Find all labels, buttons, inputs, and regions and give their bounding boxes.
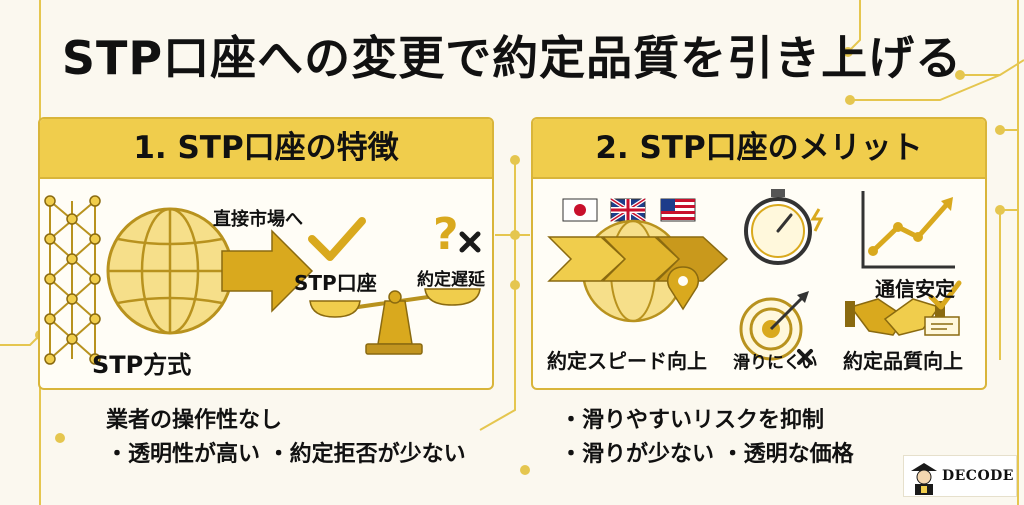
handshake-icon [845,280,962,336]
uk-flag-icon [609,197,647,223]
check-icon [308,217,366,261]
page-title: STP口座への変更で約定品質を引き上げる [61,31,963,85]
question-icon: ? [433,209,459,260]
map-pin-icon [667,266,699,311]
bullet-item: ・透明性が高い ・約定拒否が少ない [106,442,466,467]
cross-icon [459,231,481,253]
us-flag-icon [660,198,696,222]
logo-text: DECODE [942,468,1014,484]
direct-to-market-label: 直接市場へ [213,209,303,230]
execution-speed-label: 約定スピード向上 [547,349,707,373]
stp-features-bullets: 業者の操作性なし ・透明性が高い ・約定拒否が少ない [106,404,466,472]
stp-account-label: STP口座 [294,271,377,295]
stopwatch-icon [744,189,824,265]
low-slippage-label: 滑りにくい [733,353,818,373]
bullet-item: ・滑りが少ない ・透明な価格 [560,442,854,467]
globe-icon [106,207,234,335]
balance-scale-icon [309,288,481,355]
stable-connection-label: 通信安定 [875,277,955,301]
growth-chart-icon [861,191,955,269]
panel-heading: 2. STP口座のメリット [533,119,985,179]
japan-flag-icon [562,198,598,222]
panel-heading: 1. STP口座の特徴 [40,119,492,179]
stp-merits-illustration [547,189,962,365]
bullet-item: ・滑りやすいリスクを抑制 [560,408,825,433]
panel-stp-merits: 2. STP口座のメリット [531,117,987,390]
logo-mascot-icon [911,463,937,495]
panel-stp-features: 1. STP口座の特徴 [38,117,494,390]
arrow-icon [221,229,314,313]
svg-text:?: ? [433,209,459,260]
decode-logo: DECODE [903,455,1017,497]
bullet-item: 業者の操作性なし [106,408,283,433]
execution-quality-label: 約定品質向上 [843,349,963,373]
target-icon [739,291,813,365]
stp-method-label: STP方式 [92,351,192,379]
stp-merits-bullets: ・滑りやすいリスクを抑制 ・滑りが少ない ・透明な価格 [560,404,854,472]
stp-features-illustration: ? [44,195,481,365]
execution-delay-label: 約定遅延 [417,270,485,290]
arrow-icon [547,236,729,282]
